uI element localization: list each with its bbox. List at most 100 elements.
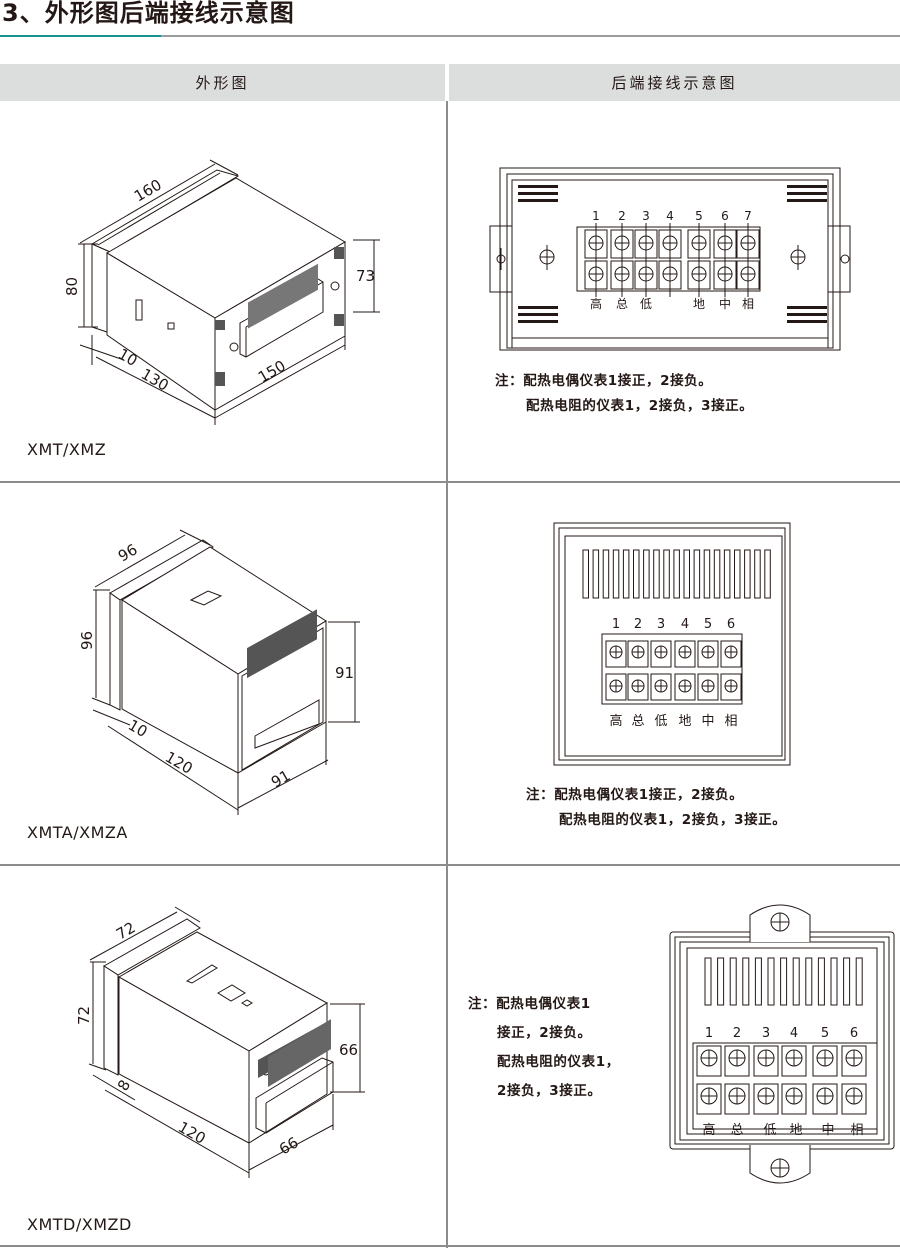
vent-slot [830,957,838,1006]
row-divider-1 [0,481,900,483]
terminal-label: 低 [654,714,667,729]
terminal-number: 3 [762,1026,770,1041]
note-xmta: 注：配热电偶仪表1接正，2接负。 配热电阻的仪表1，2接负，3接正。 [526,783,786,833]
terminal-number: 1 [592,209,600,223]
vent-slot [713,549,721,599]
terminal-number: 6 [850,1026,858,1041]
row-divider-3 [0,1245,900,1247]
vent-slot [723,549,731,599]
outline-drawing-xmtd: 72 72 66 8 120 66 [75,906,365,1178]
vent-slot [729,957,737,1006]
terminal-number: 5 [821,1026,829,1041]
mount-screws [770,912,790,1178]
model-label-xmtd: XMTD/XMZD [27,1215,132,1234]
terminal-cell [674,640,696,668]
note-xmt: 注：配热电偶仪表1接正，2接负。 配热电阻的仪表1，2接负，3接正。 [495,369,753,419]
note-line: 2接负，3接正。 [497,1083,602,1099]
terminal-number: 2 [733,1026,741,1041]
terminal-number: 3 [642,209,650,223]
terminal-number: 4 [681,617,689,632]
terminal-cell [720,640,742,668]
vent-slot [683,549,690,599]
terminal-number: 5 [704,617,712,632]
vent-slot [855,957,863,1006]
terminal-block-6 [605,640,742,701]
terminal-number: 6 [727,617,735,632]
terminal-cell [781,1045,807,1077]
note-line: 接正，2接负。 [497,1025,592,1041]
terminal-label: 高 [590,296,602,311]
terminal-cell [724,1045,750,1077]
note-line: 注：配热电偶仪表1接正，2接负。 [495,373,713,389]
terminal-label: 总 [631,714,644,729]
dim-rear-height: 66 [339,1041,358,1059]
terminal-label: 地 [693,297,705,311]
vent-slot [742,957,750,1006]
terminal-cell [674,673,696,701]
terminal-cell [650,673,672,701]
vent-slot [703,549,711,599]
vent-slot [653,549,660,599]
terminal-cell [812,1083,838,1115]
note-line: 配热电阻的仪表1，2接负，3接正。 [526,398,754,414]
vent-slot [767,957,775,1006]
vent-slot [643,549,650,599]
vent-slot [764,549,771,599]
terminal-label: 低 [640,297,652,311]
note-line: 注：配热电偶仪表1接正，2接负。 [526,787,744,803]
terminal-label: 低 [763,1123,776,1138]
dim-height: 80 [63,277,81,296]
terminal-label: 总 [730,1123,743,1138]
terminal-cell [605,640,627,668]
terminal-number: 2 [618,209,626,223]
terminal-cell [697,673,719,701]
dim-rear-height: 91 [335,664,354,682]
header-wiring-diagram: 后端接线示意图 [449,64,900,101]
terminal-cell [605,673,627,701]
terminal-cell [781,1083,807,1115]
wiring-diagram-xmt: 1 2 3 4 5 6 7 高 总 低 地 中 相 [489,167,851,351]
terminal-cell [812,1045,838,1077]
vent-slot [754,957,762,1006]
vent-slot [592,549,600,599]
vent-slot [673,549,680,599]
wiring-diagram-xmta: 1 2 3 4 5 6 高 总 低 地 中 相 [553,522,791,766]
terminal-label: 相 [742,297,754,311]
vent-slot [754,549,761,599]
outline-drawing-xmt: 160 80 73 10 130 150 [63,159,380,425]
vent-slot [633,549,640,599]
row-divider-2 [0,864,900,866]
note-line: 注：配热电偶仪表1 [468,996,591,1012]
title-rule-accent [0,35,161,37]
terminal-cell [627,673,649,701]
terminal-label: 地 [789,1123,802,1138]
terminal-number: 5 [695,209,703,223]
vent-slot [792,957,800,1006]
column-divider [446,101,448,1248]
terminal-label: 高 [609,713,622,729]
section-title: 3、外形图后端接线示意图 [2,0,295,27]
terminal-cell [696,1045,722,1077]
note-line: 配热电阻的仪表1， [497,1054,620,1070]
terminal-cell [697,640,719,668]
vent-slot [717,957,725,1006]
terminal-cell [720,673,742,701]
vent-slot [843,957,851,1006]
terminal-cell [696,1083,722,1115]
terminal-number: 3 [657,617,665,632]
terminal-cell [841,1045,867,1077]
terminal-label: 总 [616,297,628,311]
vent-slots [704,957,863,1006]
terminal-block-7 [584,223,760,297]
vent-slots [582,549,771,599]
terminal-label: 中 [719,296,731,311]
terminal-cell [753,1045,779,1077]
terminal-cell [724,1083,750,1115]
vent-slot [744,549,751,599]
terminal-cell [841,1083,867,1115]
terminal-block-6 [696,1045,867,1115]
terminal-number: 4 [790,1026,798,1041]
vent-slot [693,549,701,599]
note-line: 配热电阻的仪表1，2接负，3接正。 [559,812,787,828]
vent-slot [817,957,825,1006]
